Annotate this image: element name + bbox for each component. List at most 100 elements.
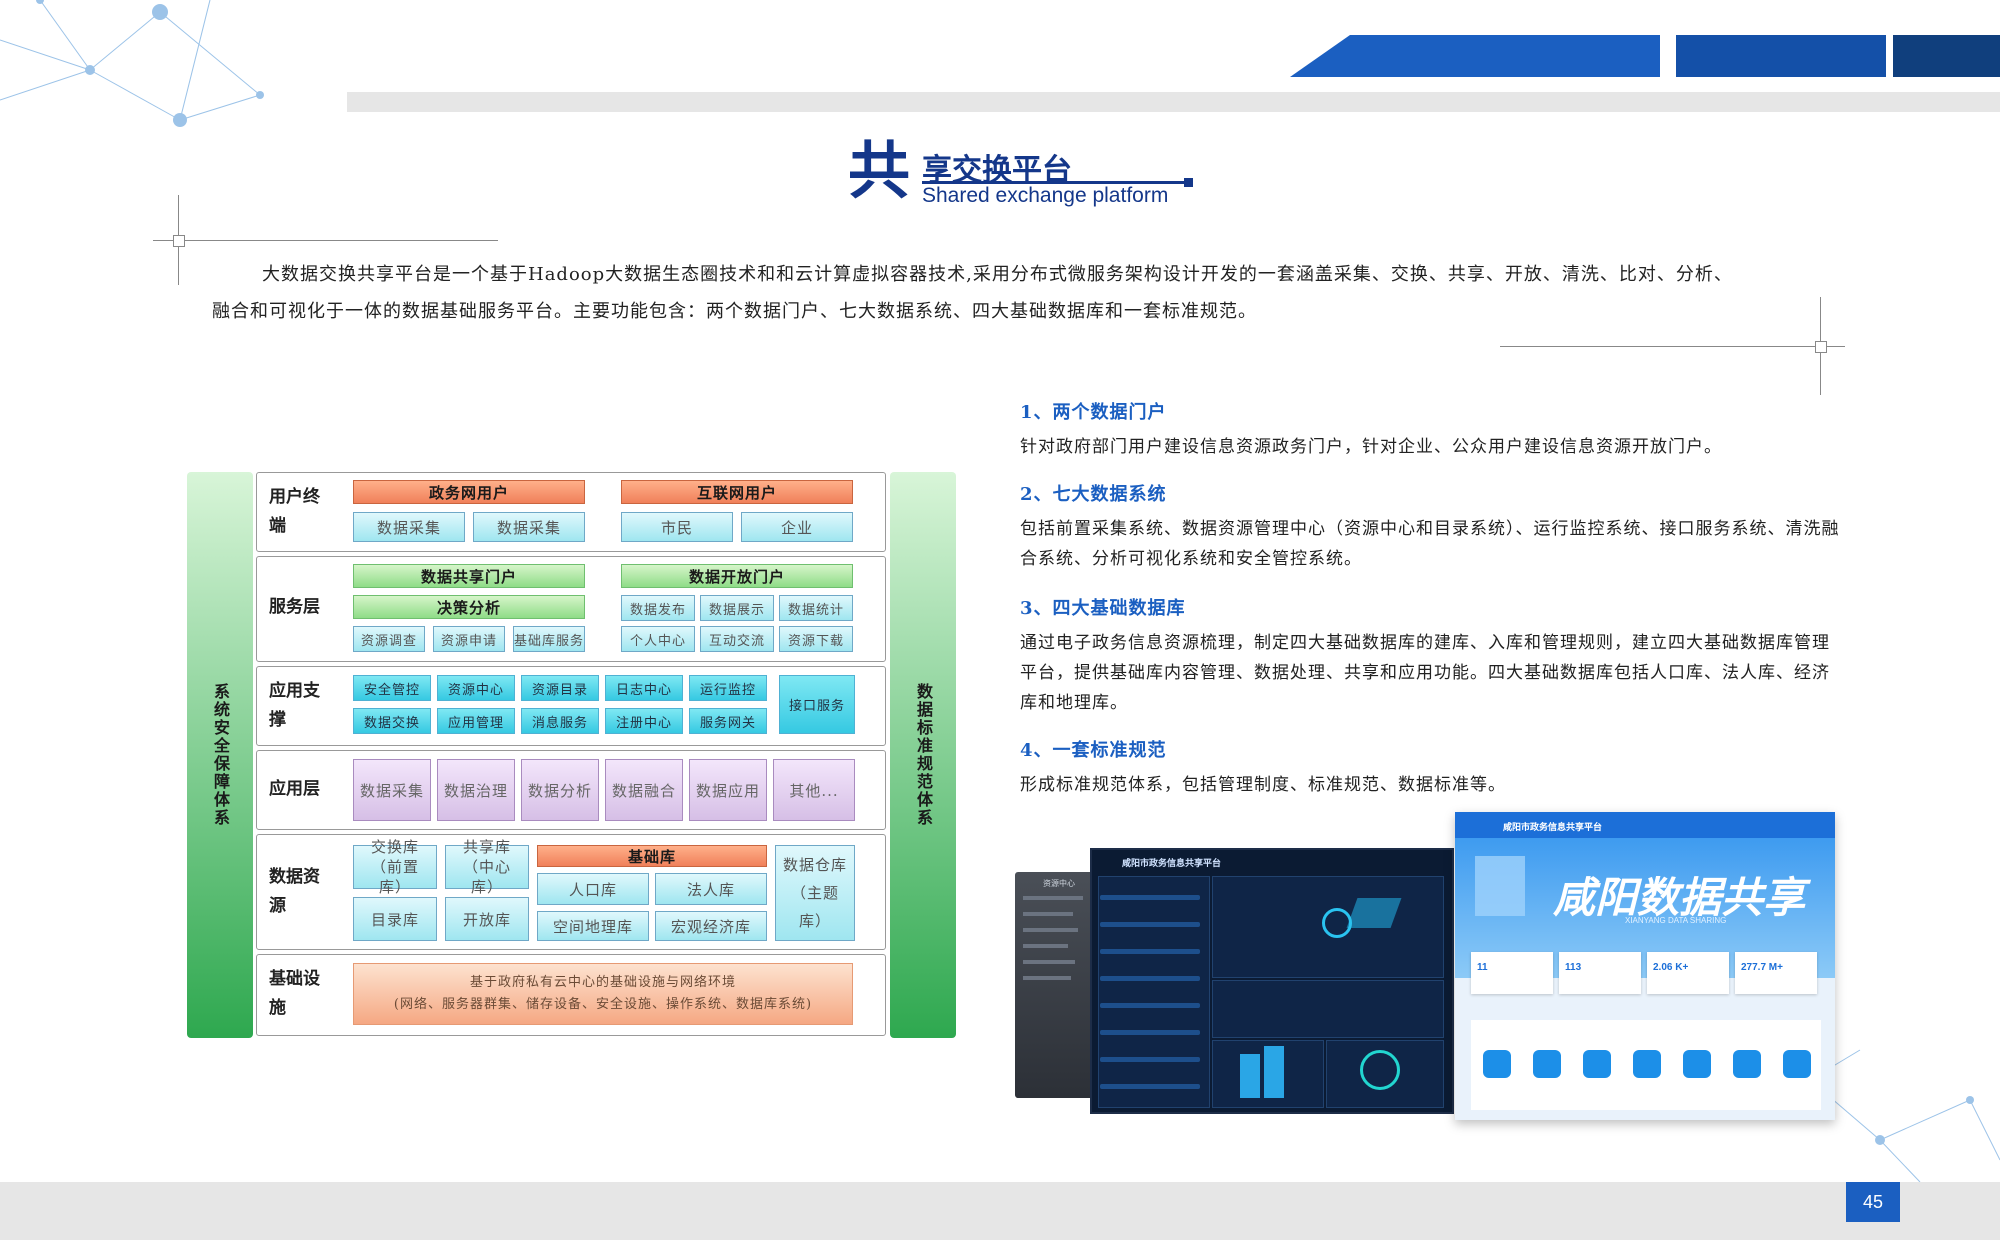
exchange-db-box: 交换库（前置库） — [353, 838, 437, 896]
shared-db-box: 共享库（中心库） — [445, 838, 529, 896]
title-underline-dot — [1184, 178, 1193, 187]
user-item: 数据采集 — [473, 512, 585, 542]
intro-paragraph: 大数据交换共享平台是一个基于Hadoop大数据生态圈技术和和云计算虚拟容器技术,… — [212, 256, 1802, 330]
network-decoration-top-left — [0, 0, 264, 127]
base-db-item: 宏观经济库 — [655, 911, 767, 941]
base-db-item: 人口库 — [537, 873, 649, 905]
net-user-box: 互联网用户 — [621, 480, 853, 504]
interface-service-box: 接口服务 — [779, 675, 855, 734]
section-body: 包括前置采集系统、数据资源管理中心（资源中心和目录系统）、运行监控系统、接口服务… — [1020, 519, 1840, 569]
crosshair-decoration — [173, 235, 185, 247]
footer-bar — [0, 1182, 2000, 1240]
app-item: 数据治理 — [437, 759, 515, 821]
portal-banner-sub: XIANYANG DATA SHARING — [1625, 916, 1727, 925]
layer-data-resource: 数据资源 交换库（前置库） 共享库（中心库） 目录库 开放库 基础库 人口库 法… — [256, 834, 886, 950]
left-bar-label: 系统安全保障体系 — [211, 683, 230, 827]
crosshair-decoration — [153, 240, 498, 241]
screenshot-dashboard-dark: 咸阳市政务信息共享平台 — [1090, 848, 1454, 1114]
section-body: 通过电子政务信息资源梳理，制定四大基础数据库的建库、入库和管理规则，建立四大基础… — [1020, 633, 1830, 713]
layer-label: 服务层 — [269, 597, 320, 617]
layer-label: 数据资源 — [269, 867, 320, 916]
right-standard-bar: 数据标准规范体系 — [890, 472, 956, 1038]
service-item: 数据展示 — [700, 595, 774, 621]
layer-label: 用户终端 — [269, 487, 320, 536]
page-number: 45 — [1846, 1182, 1900, 1222]
portal-banner: 咸阳数据共享 — [1553, 873, 1806, 922]
layer-application: 应用层 数据采集 数据治理 数据分析 数据融合 数据应用 其他... — [256, 750, 886, 830]
page-subtitle: Shared exchange platform — [922, 184, 1169, 207]
support-item: 注册中心 — [605, 708, 683, 734]
service-item: 数据统计 — [779, 595, 853, 621]
crosshair-decoration — [1500, 346, 1845, 347]
app-item: 数据融合 — [605, 759, 683, 821]
left-security-bar: 系统安全保障体系 — [187, 472, 253, 1038]
service-item: 基础库服务 — [513, 626, 585, 652]
base-db-box: 基础库 — [537, 845, 767, 867]
screenshot-title: 资源中心 — [1043, 879, 1075, 888]
section-databases: 3、四大基础数据库 通过电子政务信息资源梳理，制定四大基础数据库的建库、入库和管… — [1020, 594, 1840, 718]
decision-box: 决策分析 — [353, 595, 585, 619]
user-item: 市民 — [621, 512, 733, 542]
header-blue-bar — [1893, 35, 2000, 77]
section-portals: 1、两个数据门户 针对政府部门用户建设信息资源政务门户，针对企业、公众用户建设信… — [1020, 398, 1840, 462]
crosshair-decoration — [1815, 341, 1827, 353]
portal-stat: 113 — [1565, 962, 1582, 973]
section-systems: 2、七大数据系统 包括前置采集系统、数据资源管理中心（资源中心和目录系统）、运行… — [1020, 480, 1840, 574]
portal-stat: 277.7 M+ — [1741, 962, 1783, 973]
base-db-item: 法人库 — [655, 873, 767, 905]
catalog-db-box: 目录库 — [353, 897, 437, 941]
support-item: 安全管控 — [353, 675, 431, 701]
section-standards: 4、一套标准规范 形成标准规范体系，包括管理制度、标准规范、数据标准等。 — [1020, 736, 1840, 800]
layer-support: 应用支撑 安全管控 资源中心 资源目录 日志中心 运行监控 数据交换 应用管理 … — [256, 666, 886, 746]
open-portal-box: 数据开放门户 — [621, 564, 853, 588]
service-item: 数据发布 — [621, 595, 695, 621]
screenshot-portal-light: 咸阳市政务信息共享平台 咸阳数据共享 XIANYANG DATA SHARING… — [1455, 812, 1835, 1120]
screenshot-title: 咸阳市政务信息共享平台 — [1503, 822, 1603, 832]
title-big-char: 共 — [848, 134, 911, 207]
app-item: 数据应用 — [689, 759, 767, 821]
infra-line: 基于政府私有云中心的基础设施与网络环境 — [469, 975, 736, 990]
right-bar-label: 数据标准规范体系 — [914, 683, 933, 827]
user-item: 企业 — [741, 512, 853, 542]
service-item: 互动交流 — [700, 626, 774, 652]
intro-line: 大数据交换共享平台是一个基于Hadoop大数据生态圈技术和和云计算虚拟容器技术,… — [262, 264, 1733, 285]
intro-line: 融合和可视化于一体的数据基础服务平台。主要功能包含：两个数据门户、七大数据系统、… — [212, 301, 1257, 322]
service-item: 个人中心 — [621, 626, 695, 652]
support-item: 消息服务 — [521, 708, 599, 734]
service-item: 资源调查 — [353, 626, 425, 652]
layer-label: 基础设施 — [269, 969, 320, 1018]
support-item: 资源中心 — [437, 675, 515, 701]
header-blue-bar — [1290, 35, 1660, 77]
section-body: 针对政府部门用户建设信息资源政务门户，针对企业、公众用户建设信息资源开放门户。 — [1020, 437, 1722, 457]
share-portal-box: 数据共享门户 — [353, 564, 585, 588]
layer-user-terminal: 用户终端 政务网用户 互联网用户 数据采集 数据采集 市民 企业 — [256, 472, 886, 552]
infra-box: 基于政府私有云中心的基础设施与网络环境 (网络、服务器群集、储存设备、安全设施、… — [353, 963, 853, 1025]
portal-stat: 2.06 K+ — [1653, 962, 1689, 973]
screenshot-title: 咸阳市政务信息共享平台 — [1122, 858, 1222, 868]
layer-label: 应用支撑 — [269, 681, 320, 730]
layer-infrastructure: 基础设施 基于政府私有云中心的基础设施与网络环境 (网络、服务器群集、储存设备、… — [256, 954, 886, 1036]
open-db-box: 开放库 — [445, 897, 529, 941]
header-blue-bar — [1676, 35, 1886, 77]
section-body: 形成标准规范体系，包括管理制度、标准规范、数据标准等。 — [1020, 775, 1506, 795]
support-item: 服务网关 — [689, 708, 767, 734]
warehouse-box: 数据仓库（主题库） — [775, 845, 855, 941]
portal-stat: 11 — [1477, 962, 1488, 973]
support-item: 资源目录 — [521, 675, 599, 701]
service-item: 资源下载 — [779, 626, 853, 652]
section-title: 1、两个数据门户 — [1020, 402, 1167, 423]
section-title: 4、一套标准规范 — [1020, 740, 1167, 761]
section-title: 3、四大基础数据库 — [1020, 598, 1186, 619]
service-item: 资源申请 — [433, 626, 505, 652]
title-underline — [922, 181, 1187, 184]
support-item: 运行监控 — [689, 675, 767, 701]
support-item: 应用管理 — [437, 708, 515, 734]
app-item: 其他... — [773, 759, 855, 821]
section-title: 2、七大数据系统 — [1020, 484, 1167, 505]
app-item: 数据分析 — [521, 759, 599, 821]
gov-user-box: 政务网用户 — [353, 480, 585, 504]
layer-service: 服务层 数据共享门户 决策分析 资源调查 资源申请 基础库服务 数据开放门户 数… — [256, 556, 886, 662]
user-item: 数据采集 — [353, 512, 465, 542]
infra-line: (网络、服务器群集、储存设备、安全设施、操作系统、数据库系统) — [393, 997, 813, 1012]
support-item: 日志中心 — [605, 675, 683, 701]
